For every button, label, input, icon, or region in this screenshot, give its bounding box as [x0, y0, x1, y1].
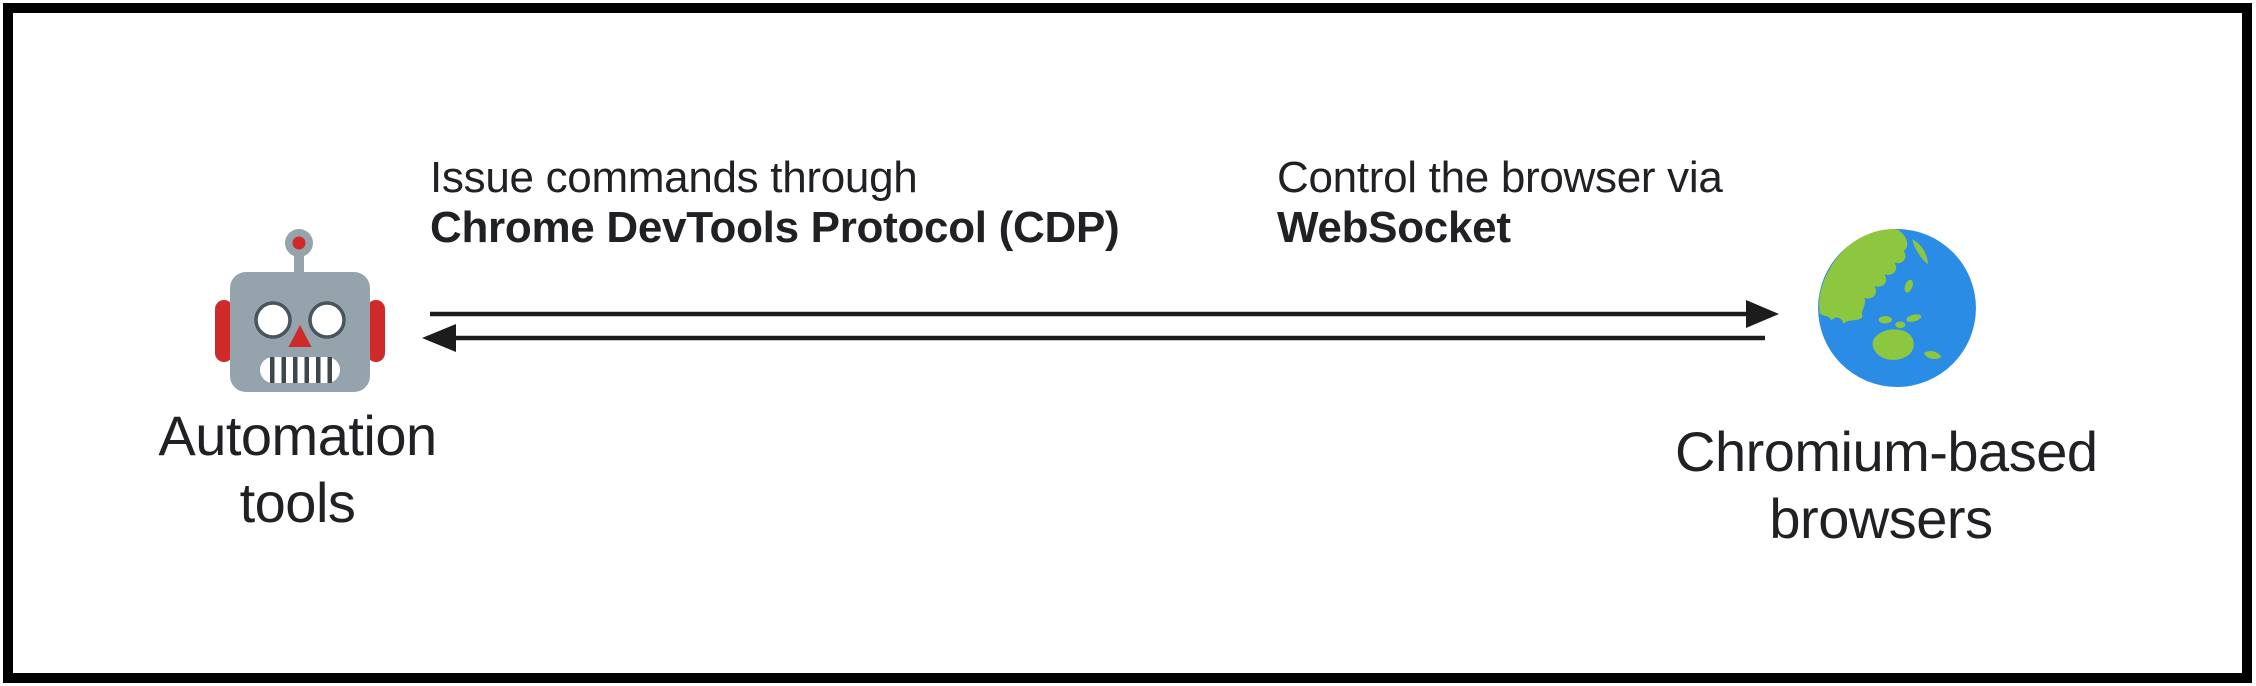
- robot-nose: [288, 325, 312, 347]
- top-arrow-right-arrowhead: [1746, 300, 1779, 328]
- automation-tools-label: Automation tools: [90, 402, 505, 536]
- chromium-browsers-label: Chromium-based browsers: [1675, 418, 2098, 552]
- robot-right-eye: [308, 301, 346, 339]
- cdp-arrow-label: Issue commands through Chrome DevTools P…: [430, 153, 1120, 253]
- robot-antenna-light: [292, 236, 306, 250]
- robot-teeth: [270, 357, 332, 383]
- websocket-arrow-label: Control the browser via WebSocket: [1277, 153, 1723, 253]
- cdp-arrow-label-line2: Chrome DevTools Protocol (CDP): [430, 203, 1120, 252]
- cdp-arrow-label-line1: Issue commands through: [430, 153, 918, 202]
- bottom-arrow-left-arrowhead: [422, 324, 456, 352]
- websocket-arrow-label-line1: Control the browser via: [1277, 153, 1723, 202]
- globe-icon: [1818, 229, 1976, 387]
- globe-landmasses: [1819, 229, 1942, 360]
- robot-antenna-stem: [294, 250, 304, 282]
- robot-left-ear: [215, 300, 233, 362]
- robot-left-eye: [254, 301, 292, 339]
- robot-icon: [215, 229, 385, 392]
- automation-tools-label-line2: tools: [239, 471, 356, 534]
- websocket-arrow-label-line2: WebSocket: [1277, 203, 1511, 252]
- automation-tools-label-line1: Automation: [158, 404, 437, 467]
- chromium-browsers-label-line1: Chromium-based: [1675, 420, 2098, 483]
- chromium-browsers-label-line2: browsers: [1769, 487, 1993, 550]
- robot-right-ear: [367, 300, 385, 362]
